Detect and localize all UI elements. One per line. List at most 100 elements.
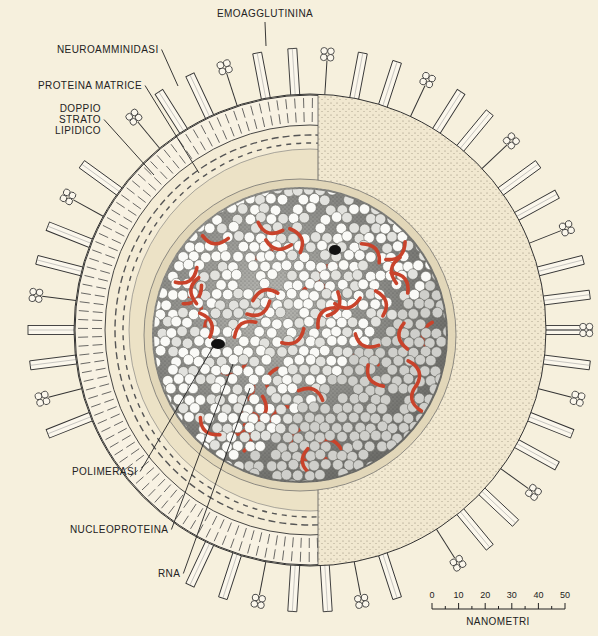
rna-strand [335,298,360,308]
scale-number: 40 [533,590,543,601]
leader-line [140,347,213,472]
scale-unit: NANOMETRI [466,616,530,627]
rna-strand [408,361,419,386]
rna-strand [355,334,378,347]
hemagglutinin-spike [186,540,215,587]
spike-head [35,295,42,302]
scale-tick [538,603,539,609]
leader-line [171,364,233,530]
nucleoprotein-bead [304,412,315,423]
nucleoprotein-bead [403,431,414,442]
nucleoprotein-bead [288,459,299,470]
nucleoprotein-bead [226,432,237,443]
hemagglutinin-spike [513,190,559,221]
lipid-tick [103,225,112,230]
nucleoprotein-bead [349,412,360,423]
lipid-tick [283,550,284,560]
spike-stalk [42,296,78,301]
lipid-tick [119,457,127,463]
nucleoprotein-bead [233,403,244,414]
lipid-tick [198,508,203,517]
nucleoprotein-bead [168,346,179,357]
spike-head [250,600,258,608]
spike-line [190,542,210,585]
lipid-tick [155,495,162,502]
hemagglutinin-spike [432,89,465,134]
nucleoprotein-bead [317,240,328,251]
nucleoprotein-bead [316,299,327,310]
lipid-tick [100,271,110,274]
nucleoprotein-bead [337,356,348,367]
nucleoprotein-bead [272,183,283,194]
scale-tick [445,606,446,609]
lipid-tick [115,450,123,455]
nucleoprotein-bead [360,431,371,442]
leader-line [162,50,178,87]
lipid-tick [286,99,287,109]
nucleoprotein-bead [233,251,244,262]
nucleoprotein-bead [298,194,309,205]
lipid-tick [102,392,112,395]
nucleoprotein-bead [403,299,414,310]
lipid-tick [96,242,105,246]
lipid-tick [160,172,167,179]
nucleoprotein-bead [432,270,443,281]
lipid-tick [93,352,103,353]
spike-stalk [528,231,561,244]
lipid-bilayer [78,98,318,562]
neuraminidase-spike [525,220,575,250]
nucleoprotein-bead [321,459,332,470]
lipid-tick [157,155,164,163]
spike-body [497,161,541,196]
spike-line [257,53,266,100]
nucleoprotein-bead [420,308,431,319]
scale-number: 10 [454,590,464,601]
lipid-tick [295,112,297,122]
hemagglutinin-spike [253,52,271,101]
neuraminidase-spike [216,59,244,110]
neuraminidase-spike [29,288,79,307]
scale-tick [511,603,512,609]
nucleoprotein-bead [226,203,237,214]
spike-body [288,563,300,611]
lipid-tick [191,520,196,529]
nucleoprotein-bead [149,317,160,328]
nucleoprotein-bead [408,269,419,280]
lipid-tick [256,546,258,556]
rna-strand [368,365,384,386]
neuraminidase-spike [535,382,586,407]
nucleoprotein-bead [371,430,382,441]
neuraminidase-spike [125,108,166,154]
spike-body [536,256,585,277]
nucleoprotein-bead [371,204,382,215]
nucleoprotein-bead [171,316,182,327]
lipid-tick [234,111,237,120]
nucleoprotein-bead [342,422,353,433]
nucleoprotein-bead [281,394,292,405]
lipid-tick [99,384,109,387]
lipid-tick [80,362,90,363]
nucleoprotein-bead [150,357,161,368]
lipid-tick [166,166,173,174]
nucleoprotein-bead [342,403,353,414]
nucleoprotein-bead [293,413,304,424]
nucleoprotein-bead [319,195,330,206]
nucleoprotein-bead [281,451,292,462]
lipid-tick [114,421,123,425]
spike-head [362,600,370,608]
lipid-tick [214,532,218,541]
lipid-tick [173,161,179,169]
spike-head [354,595,362,603]
spike-body [477,487,518,526]
nucleoprotein-bead [210,440,221,451]
nucleoprotein-bead [381,374,392,385]
nucleoprotein-bead [353,460,364,471]
lipid-tick [238,124,241,133]
lipid-tick [251,530,254,540]
spike-head [321,47,328,54]
spike-head [252,594,260,602]
lipid-tick [274,549,276,559]
lipid-tick [104,399,113,402]
spike-stalk [354,560,361,595]
spike-line [459,510,490,547]
